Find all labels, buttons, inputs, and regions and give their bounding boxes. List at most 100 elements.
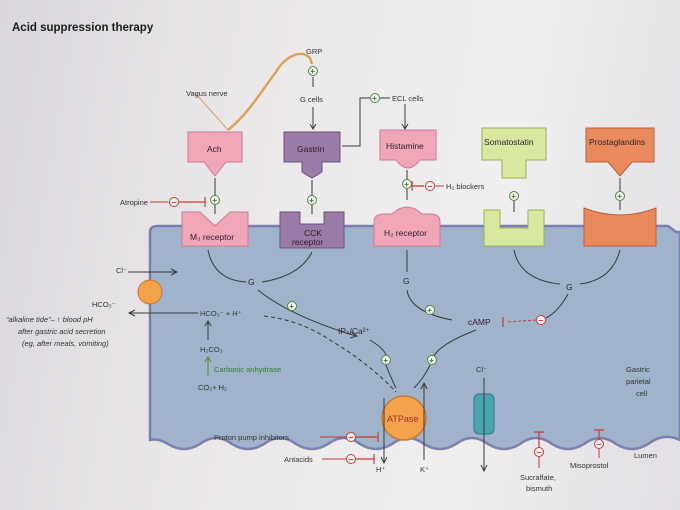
cck-to-gq xyxy=(261,251,313,283)
hco3-out-arrowhead xyxy=(127,309,136,317)
prostaglandins-label: Prostaglandins xyxy=(589,137,645,147)
antacids-label: Antacids xyxy=(284,455,313,464)
svg-text:–: – xyxy=(537,447,542,457)
ppi-label: Proton pump inhibitors xyxy=(214,433,289,442)
minus-sign: – xyxy=(346,454,356,464)
svg-text:+: + xyxy=(511,192,516,201)
svg-text:–: – xyxy=(539,315,544,325)
somatostatin-label: Somatostatin xyxy=(484,137,534,147)
figure-title: Acid suppression therapy xyxy=(12,22,154,34)
plus-sign: + xyxy=(425,305,435,315)
minus-sign: – xyxy=(534,447,544,457)
co2-h2o-label: CO₂+ H₂ xyxy=(198,383,227,392)
plus-sign: + xyxy=(308,66,318,76)
ecl-arrowhead xyxy=(401,123,409,130)
plus-sign: + xyxy=(402,179,412,189)
svg-text:–: – xyxy=(172,197,177,207)
gastrin-to-ecl-line xyxy=(342,97,370,147)
parietal-label: parietal xyxy=(626,377,651,386)
cck-receptor xyxy=(279,211,345,249)
vagus-nerve-label: Vagus nerve xyxy=(186,89,228,98)
gastric-label: Gastric xyxy=(626,365,650,374)
plus-sign: + xyxy=(509,191,519,201)
alkaline-tide-line1: “alkaline tide”– ↑ blood pH xyxy=(6,315,93,324)
minus-sign: – xyxy=(594,439,604,449)
h2-block xyxy=(411,181,424,191)
gq-label: G xyxy=(248,277,255,287)
cl-out-arrowhead xyxy=(480,464,488,473)
misoprostol-block xyxy=(594,429,604,440)
svg-text:+: + xyxy=(404,180,409,189)
minus-sign: – xyxy=(169,197,179,207)
gq-to-ip3 xyxy=(257,289,357,337)
prostaglandin-receptor xyxy=(583,207,657,247)
atropine-label: Atropine xyxy=(120,198,148,207)
h2co3-label: H₂CO₃ xyxy=(200,345,223,354)
svg-text:–: – xyxy=(349,454,354,464)
gcells-arrowhead xyxy=(309,123,317,130)
h2-receptor-label: H₂ receptor xyxy=(384,228,427,238)
svg-text:+: + xyxy=(212,196,217,205)
cck-receptor-label: receptor xyxy=(292,237,323,247)
vagus-nerve-fiber xyxy=(227,52,314,131)
lumen-label: Lumen xyxy=(634,451,657,460)
minus-sign: – xyxy=(425,181,435,191)
gi-inhibit-camp xyxy=(505,319,537,323)
histamine-label: Histamine xyxy=(386,141,424,151)
plus-sign: + xyxy=(210,195,220,205)
misoprostol-label: Misoprostol xyxy=(570,461,609,470)
carbonic-arrowhead xyxy=(204,356,212,363)
h-out-arrowhead xyxy=(380,456,388,465)
alkaline-tide-line3: (eg, after meals, vomiting) xyxy=(22,339,109,348)
cl-right-label: Cl⁻ xyxy=(476,365,487,374)
h-k-atpase xyxy=(381,395,427,441)
histamine-ligand xyxy=(379,129,437,169)
h-plus-label: H⁺ xyxy=(376,465,385,474)
svg-text:+: + xyxy=(372,94,377,103)
sucralfate-block xyxy=(534,431,544,448)
h2-receptor xyxy=(373,206,441,247)
svg-text:+: + xyxy=(429,356,434,365)
svg-text:+: + xyxy=(309,196,314,205)
gastrin-label: Gastrin xyxy=(297,144,325,154)
pge-to-gi xyxy=(579,249,621,285)
svg-text:–: – xyxy=(349,432,354,442)
bismuth-label: bismuth xyxy=(526,484,552,493)
atropine-block xyxy=(179,197,206,207)
alkaline-tide-line2: after gastric acid secretion xyxy=(18,327,106,336)
plus-sign: + xyxy=(381,355,391,365)
cl-in-arrowhead xyxy=(170,268,179,276)
camp-label: cAMP xyxy=(468,317,491,327)
atpase-label: ATPase xyxy=(387,414,418,424)
somatostatin-ligand xyxy=(481,127,547,179)
camp-arrow xyxy=(433,329,477,357)
gi-label: G xyxy=(566,282,573,292)
hco3-out-label: HCO₃⁻ xyxy=(92,300,116,309)
svg-text:+: + xyxy=(427,306,432,315)
vagus-nerve-line xyxy=(195,93,229,131)
svg-text:–: – xyxy=(597,439,602,449)
sucralfate-label: Sucralfate, xyxy=(520,473,556,482)
camp-to-atpase xyxy=(413,364,431,389)
ach-ligand xyxy=(187,131,243,177)
cck-label: CCK xyxy=(304,228,322,238)
antacids-block xyxy=(356,454,375,464)
svg-text:+: + xyxy=(289,302,294,311)
somatostatin-receptor xyxy=(483,209,545,247)
h-to-atpase-dashed xyxy=(263,315,397,393)
cl-top-label: Cl⁻ xyxy=(116,266,127,275)
svg-text:+: + xyxy=(617,192,622,201)
k-plus-label: K⁺ xyxy=(420,465,429,474)
ppi-block xyxy=(356,432,379,442)
sst-to-gi xyxy=(513,249,561,285)
gq-arrowhead xyxy=(349,331,359,339)
svg-text:+: + xyxy=(383,356,388,365)
ip3-label: IP₃/Ca²⁺ xyxy=(338,326,371,336)
m3-receptor xyxy=(181,211,249,247)
plus-sign: + xyxy=(287,301,297,311)
minus-sign: – xyxy=(346,432,356,442)
ach-label: Ach xyxy=(207,144,222,154)
plus-sign: + xyxy=(615,191,625,201)
